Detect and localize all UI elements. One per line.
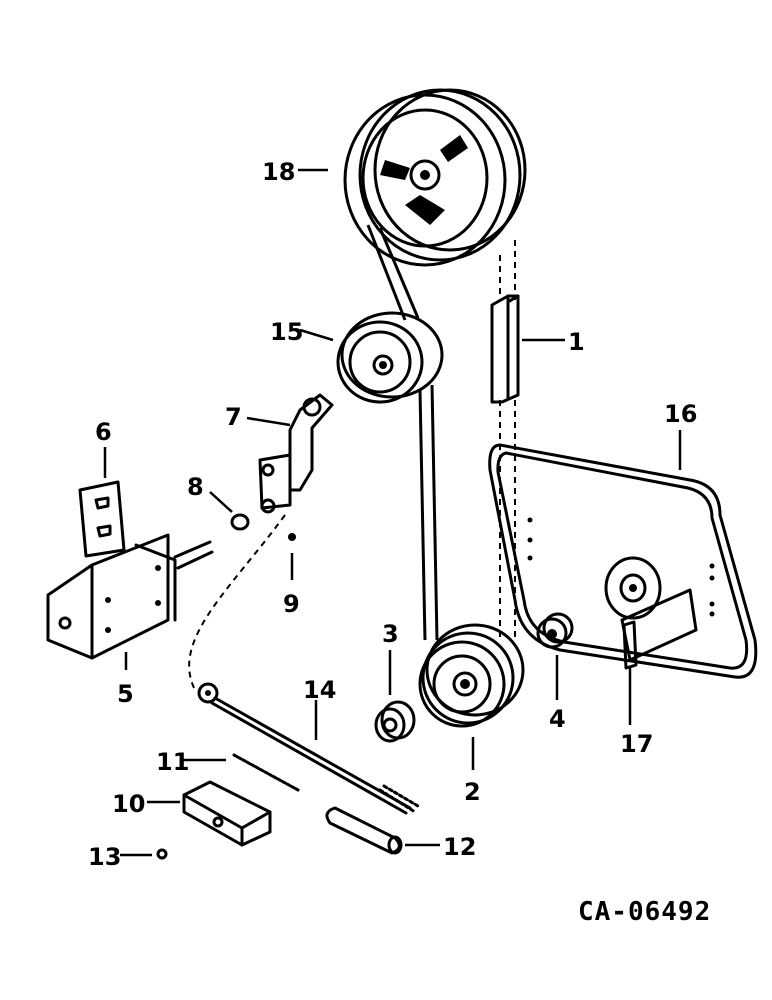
callout-6: 6 [95,418,112,446]
belt-guard [488,443,758,679]
leader-lines [103,168,682,857]
linkage-line [188,514,286,691]
key-bar [490,294,520,404]
small-nut [156,848,168,860]
callout-15: 15 [270,318,303,346]
adjusting-rod [197,682,420,815]
callout-8: 8 [187,473,204,501]
callout-16: 16 [664,400,697,428]
callout-11: 11 [156,748,189,776]
bushing [230,513,250,531]
callout-2: 2 [464,778,481,806]
callout-17: 17 [620,730,653,758]
pin [325,806,403,855]
large-pulley [343,88,527,267]
callout-4: 4 [549,705,566,733]
callout-10: 10 [112,790,145,818]
nut [288,533,296,541]
tensioner-bracket [620,588,698,670]
document-id: CA-06492 [578,897,711,927]
callout-9: 9 [283,590,300,618]
lower-pulley [418,623,525,728]
spring [232,753,300,792]
roller [536,612,574,649]
callout-3: 3 [382,620,399,648]
idler-arm [258,393,334,514]
guard-idler [604,556,662,620]
mounting-bracket [46,533,214,660]
callout-14: 14 [303,676,336,704]
channel-bracket [182,780,272,847]
idler-pulley [336,311,444,404]
spacer [374,700,416,743]
callout-7: 7 [225,403,242,431]
callout-13: 13 [88,843,121,871]
plate [78,480,126,558]
callout-1: 1 [568,328,585,356]
callout-18: 18 [262,158,295,186]
callout-5: 5 [117,680,134,708]
callout-12: 12 [443,833,476,861]
drive-belt [366,224,516,641]
